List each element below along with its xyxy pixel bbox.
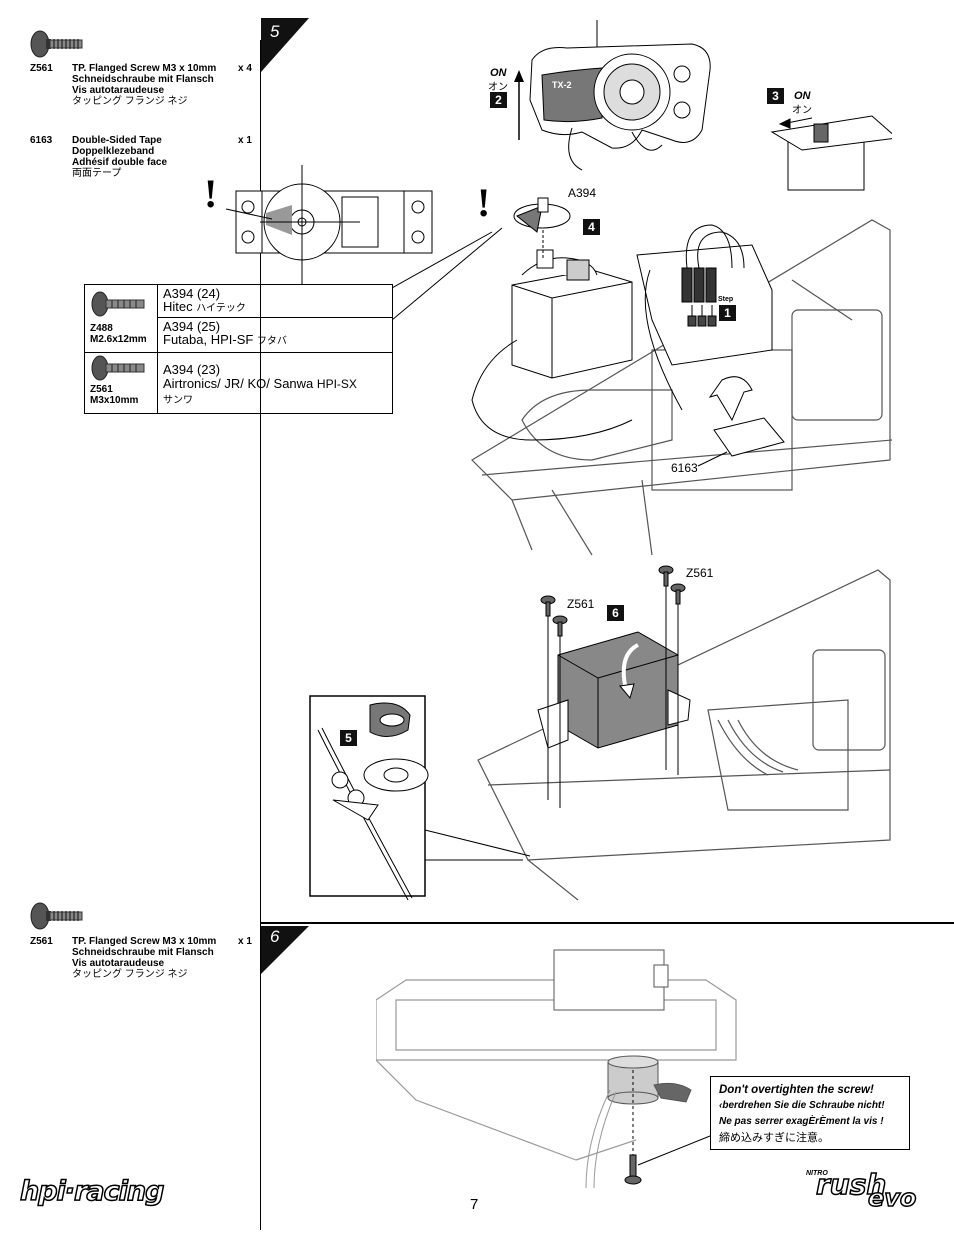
warning-de: ‹berdrehen Sie die Schraube nicht! [719,1100,885,1111]
callout-1: 1 [719,305,736,321]
screw-cell-z561: Z561 M3x10mm [84,352,158,414]
part-desc-z561-step6: TP. Flanged Screw M3 x 10mm Schneidschra… [72,936,217,980]
flanged-screw-icon [91,291,145,317]
servo-drawing [471,249,633,441]
servo-options-table: Z488 M2.6x12mm A394 (24) Hitec ハイテック A39… [84,284,393,414]
part-code-z561: Z561 [30,63,53,74]
screws-drawing [540,565,686,637]
callout-6: 6 [607,605,624,621]
part-desc-6163: Double-Sided Tape Doppelklezeband Adhési… [72,135,168,179]
hpi-racing-logo: hpi·racing [19,1175,165,1208]
product-logo-sub: evo [867,1183,917,1213]
part-qty-z561-step6: x 1 [238,936,252,947]
label-on-jp: オン [488,82,508,93]
servo-install-illustration: TX-2 ! [392,20,892,556]
transmitter-label: TX-2 [552,80,572,90]
servo-option-futaba: A394 (25) Futaba, HPI-SF フタバ [157,317,393,353]
servo-top-view-diagram: ! [204,165,433,285]
receiver-drawing [636,224,773,411]
label-6163: 6163 [671,461,698,475]
warning-box: Don't overtighten the screw! ‹berdrehen … [710,1076,910,1150]
product-logo: NITRO rush evo [806,1167,936,1216]
servo-option-airtronics: A394 (23) Airtronics/ JR/ KO/ Sanwa HPI-… [157,352,393,414]
label-z561-b: Z561 [686,566,714,580]
label-on-en: ON [490,67,507,79]
part-code-z561-step6: Z561 [30,936,53,947]
warning-en: Don't overtighten the screw! [719,1084,874,1096]
svg-text:!: ! [477,180,490,225]
transmitter-drawing [529,20,711,171]
screw-drawing [624,1154,642,1185]
column-divider [260,40,261,1230]
label-z561-a: Z561 [567,597,595,611]
step-6-marker [261,926,309,974]
servo-option-hitec: A394 (24) Hitec ハイテック [157,284,393,318]
label-on3-jp: オン [792,105,812,116]
receiver-box-drawing [537,631,691,749]
part-qty-6163: x 1 [238,135,252,146]
callout-3: 3 [767,88,784,104]
step-divider [260,922,954,924]
part-code-6163: 6163 [30,135,53,146]
chassis-drawing [477,569,891,901]
callout-2: 2 [490,92,507,108]
svg-text:!: ! [204,171,217,216]
inset-servo-saver-drawing [317,702,429,901]
servo-saver-drawing [607,1055,692,1105]
screw-cell-z488: Z488 M2.6x12mm [84,284,158,353]
step-6-number: 6 [270,927,280,946]
product-logo-top: NITRO [806,1170,828,1177]
part-desc-z561: TP. Flanged Screw M3 x 10mm Schneidschra… [72,63,217,107]
flanged-screw-icon [91,355,145,381]
callout-5: 5 [340,730,357,746]
label-a394: A394 [568,186,597,200]
receiver-switch-drawing [770,115,892,191]
underside-screw-illustration [376,949,737,1189]
receiver-box-illustration [309,565,891,901]
step-5-number: 5 [270,22,280,41]
warning-fr: Ne pas serrer exagÈrÈment la vis ! [719,1116,884,1127]
step-tag: Step [718,296,734,303]
part-qty-z561: x 4 [238,63,252,74]
callout-4: 4 [583,219,600,235]
servo-saver-drawing [513,197,571,260]
chassis-drawing [471,219,892,556]
flanged-screw-icon [30,30,83,58]
product-logo-main: rush [815,1167,887,1202]
step-5-marker [261,18,309,72]
page-number: 7 [470,1196,479,1213]
warning-jp: 締め込みすぎに注意。 [719,1132,829,1144]
label-on3-en: ON [794,90,811,102]
flanged-screw-icon [30,902,83,930]
tape-drawing [697,376,785,467]
